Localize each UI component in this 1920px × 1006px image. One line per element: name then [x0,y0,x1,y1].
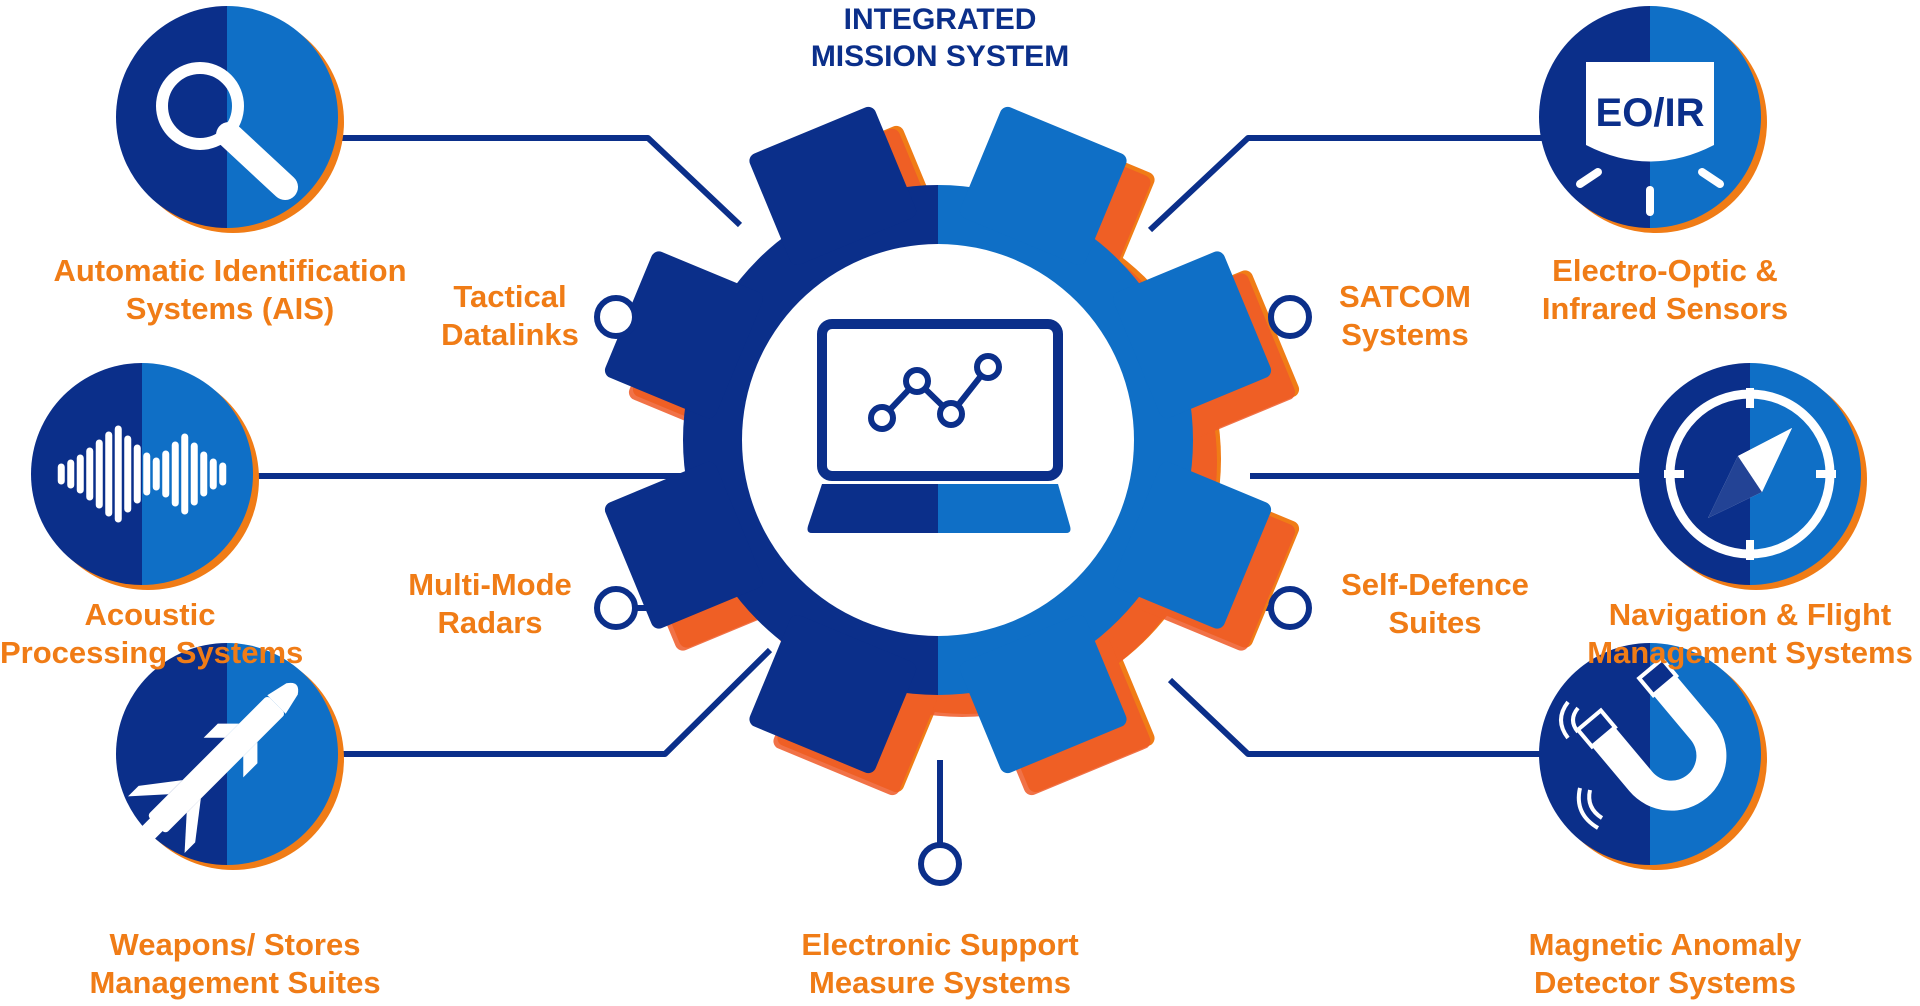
node-esm [918,842,962,886]
label-tactical: Tactical Datalinks [420,278,600,354]
connector-eo-ir [1147,135,1545,233]
label-esm-line-1: Electronic Support [801,927,1079,962]
label-tactical-line-1: Tactical [453,279,567,314]
label-esm: Electronic Support Measure Systems [780,926,1100,1002]
title-line-2: MISSION SYSTEM [810,39,1070,73]
label-navigation: Navigation & Flight Management Systems [1580,596,1920,672]
label-eo-ir-line-1: Electro-Optic & [1552,253,1778,288]
label-weapons-line-1: Weapons/ Stores [109,927,361,962]
magnet-icon [1575,656,1727,811]
laptop-chart-icon [807,319,1071,533]
magnetic-badge [1539,643,1767,870]
label-multimode: Multi-Mode Radars [390,566,590,642]
node-multimode [594,586,638,630]
diagram-title: INTEGRATED MISSION SYSTEM [760,2,1120,75]
node-satcom [1268,295,1312,339]
label-multimode-line-1: Multi-Mode [408,567,572,602]
label-magnetic-line-1: Magnetic Anomaly [1528,927,1802,962]
eo-ir-text: EO/IR [1596,91,1705,135]
label-selfdefence-line-2: Suites [1388,604,1482,640]
label-navigation-line-1: Navigation & Flight [1608,597,1892,632]
label-satcom-line-1: SATCOM [1338,279,1472,314]
label-satcom-line-2: Systems [1341,316,1469,352]
label-ais-line-2: Systems (AIS) [125,290,335,326]
label-magnetic-line-2: Detector Systems [1534,964,1796,1000]
weapons-badge [116,643,344,870]
acoustic-badge [31,363,259,590]
label-ais: Automatic Identification Systems (AIS) [30,252,430,328]
navigation-badge [1639,363,1867,590]
compass-icon [1664,388,1836,560]
label-selfdefence-line-1: Self-Defence [1341,567,1529,602]
connector-lines [253,135,1640,848]
magnetic-field-waves [1559,700,1604,830]
label-acoustic: Acoustic Processing Systems [0,596,304,672]
label-acoustic-line-1: Acoustic [84,597,216,632]
connector-nodes [594,295,1312,886]
connector-ais [335,135,743,228]
magnifier-icon [156,62,298,200]
label-multimode-line-2: Radars [437,604,543,640]
ais-badge [116,6,344,233]
node-tactical [594,295,638,339]
label-eo-ir-line-2: Infrared Sensors [1541,290,1789,326]
label-satcom: SATCOM Systems [1320,278,1490,354]
connector-weapons [335,647,773,757]
connector-magnetic [1167,677,1545,757]
title-line-1: INTEGRATED [843,3,1037,36]
label-esm-line-2: Measure Systems [809,964,1071,1000]
label-weapons: Weapons/ Stores Management Suites [70,926,400,1002]
eo-ir-badge: EO/IR [1539,6,1767,233]
label-navigation-line-2: Management Systems [1587,634,1913,670]
sound-wave-icon [57,425,227,523]
label-weapons-line-2: Management Suites [89,964,381,1000]
eo-ir-sensor-icon [1576,62,1724,216]
label-magnetic: Magnetic Anomaly Detector Systems [1500,926,1830,1002]
label-ais-line-1: Automatic Identification [53,253,407,288]
label-eo-ir: Electro-Optic & Infrared Sensors [1500,252,1830,328]
label-tactical-line-2: Datalinks [441,316,579,352]
label-selfdefence: Self-Defence Suites [1320,566,1550,642]
label-acoustic-line-2: Processing Systems [0,634,304,670]
missile-icon [128,682,299,853]
node-selfdefence [1268,586,1312,630]
